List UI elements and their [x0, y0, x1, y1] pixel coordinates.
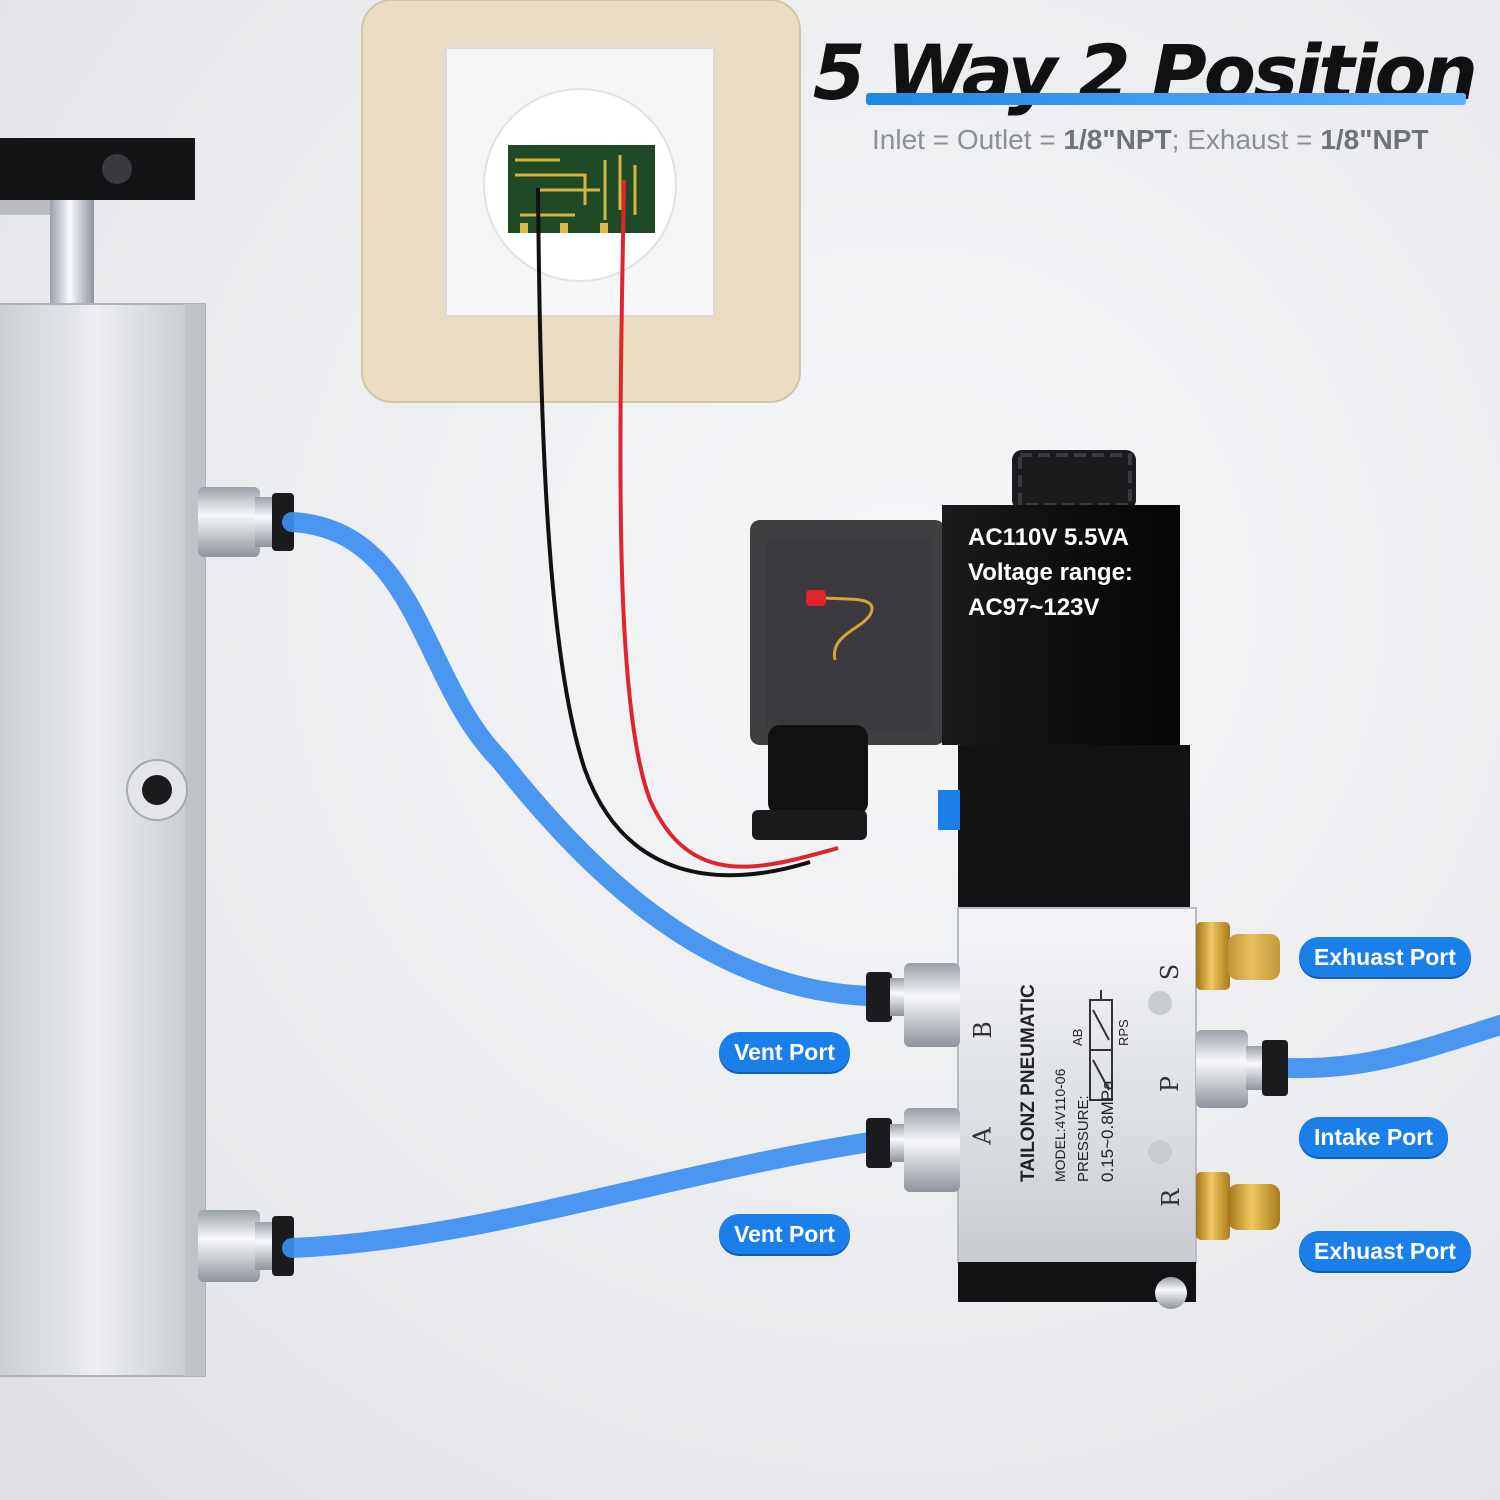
- callout-vent-port-bottom: Vent Port: [719, 1214, 850, 1254]
- inlet-label: Inlet = Outlet =: [872, 124, 1064, 155]
- title-underline: [866, 93, 1466, 105]
- valve-model: MODEL:4V110-06: [1052, 1068, 1068, 1182]
- exhaust-value: 1/8"NPT: [1320, 124, 1429, 155]
- exhaust-label: Exhaust =: [1187, 124, 1321, 155]
- valve-symbol-ab: AB: [1070, 1028, 1085, 1046]
- subtitle-separator: ;: [1171, 124, 1188, 155]
- black-wire: [536, 187, 811, 878]
- exhaust-muffler-r: [1196, 1172, 1280, 1240]
- valve-fitting-b: [866, 963, 960, 1047]
- callout-vent-port-top: Vent Port: [719, 1032, 850, 1072]
- valve-symbol-rps: RPS: [1116, 1019, 1131, 1046]
- wall-socket: [361, 0, 801, 403]
- port-letter-s: S: [1156, 963, 1185, 981]
- tube-vent-top: [282, 512, 880, 1006]
- cylinder-rod-mount: [0, 138, 195, 308]
- port-letter-b: B: [968, 1021, 997, 1039]
- callout-exhaust-port-top: Exhuast Port: [1299, 937, 1471, 977]
- port-letter-a: A: [968, 1127, 997, 1145]
- intake-fitting-p: [1196, 1030, 1288, 1108]
- port-letter-p: P: [1156, 1075, 1185, 1093]
- cylinder-fitting-top: [198, 487, 294, 557]
- valve-brand: TAILONZ PNEUMATIC: [1018, 984, 1039, 1182]
- solenoid-connector: [750, 520, 945, 840]
- coil-voltage: AC110V 5.5VA: [968, 524, 1129, 551]
- red-wire: [618, 179, 839, 869]
- solenoid-coil: [942, 450, 1180, 745]
- valve-fitting-a: [866, 1108, 960, 1192]
- exhaust-muffler-s: [1196, 922, 1280, 990]
- port-letter-r: R: [1157, 1188, 1186, 1208]
- coil-range-label: Voltage range:: [968, 559, 1133, 586]
- valve-pressure-label: PRESSURE:: [1075, 1095, 1092, 1182]
- tube-intake: [1280, 1014, 1500, 1079]
- port-size-subtitle: Inlet = Outlet = 1/8"NPT; Exhaust = 1/8"…: [872, 124, 1429, 156]
- coil-range-value: AC97~123V: [968, 594, 1100, 621]
- coil-spec-text: AC110V 5.5VA Voltage range: AC97~123V: [968, 520, 1133, 625]
- cylinder-body: [0, 303, 206, 1377]
- tube-vent-bottom: [282, 1132, 880, 1258]
- callout-exhaust-port-bottom: Exhuast Port: [1299, 1231, 1471, 1271]
- cylinder-fitting-bottom: [198, 1210, 294, 1282]
- valve-pressure-value: 0.15~0.8MPa: [1098, 1080, 1117, 1182]
- callout-intake-port: Intake Port: [1299, 1117, 1448, 1157]
- valve-body: [938, 745, 1197, 1309]
- inlet-value: 1/8"NPT: [1063, 124, 1172, 155]
